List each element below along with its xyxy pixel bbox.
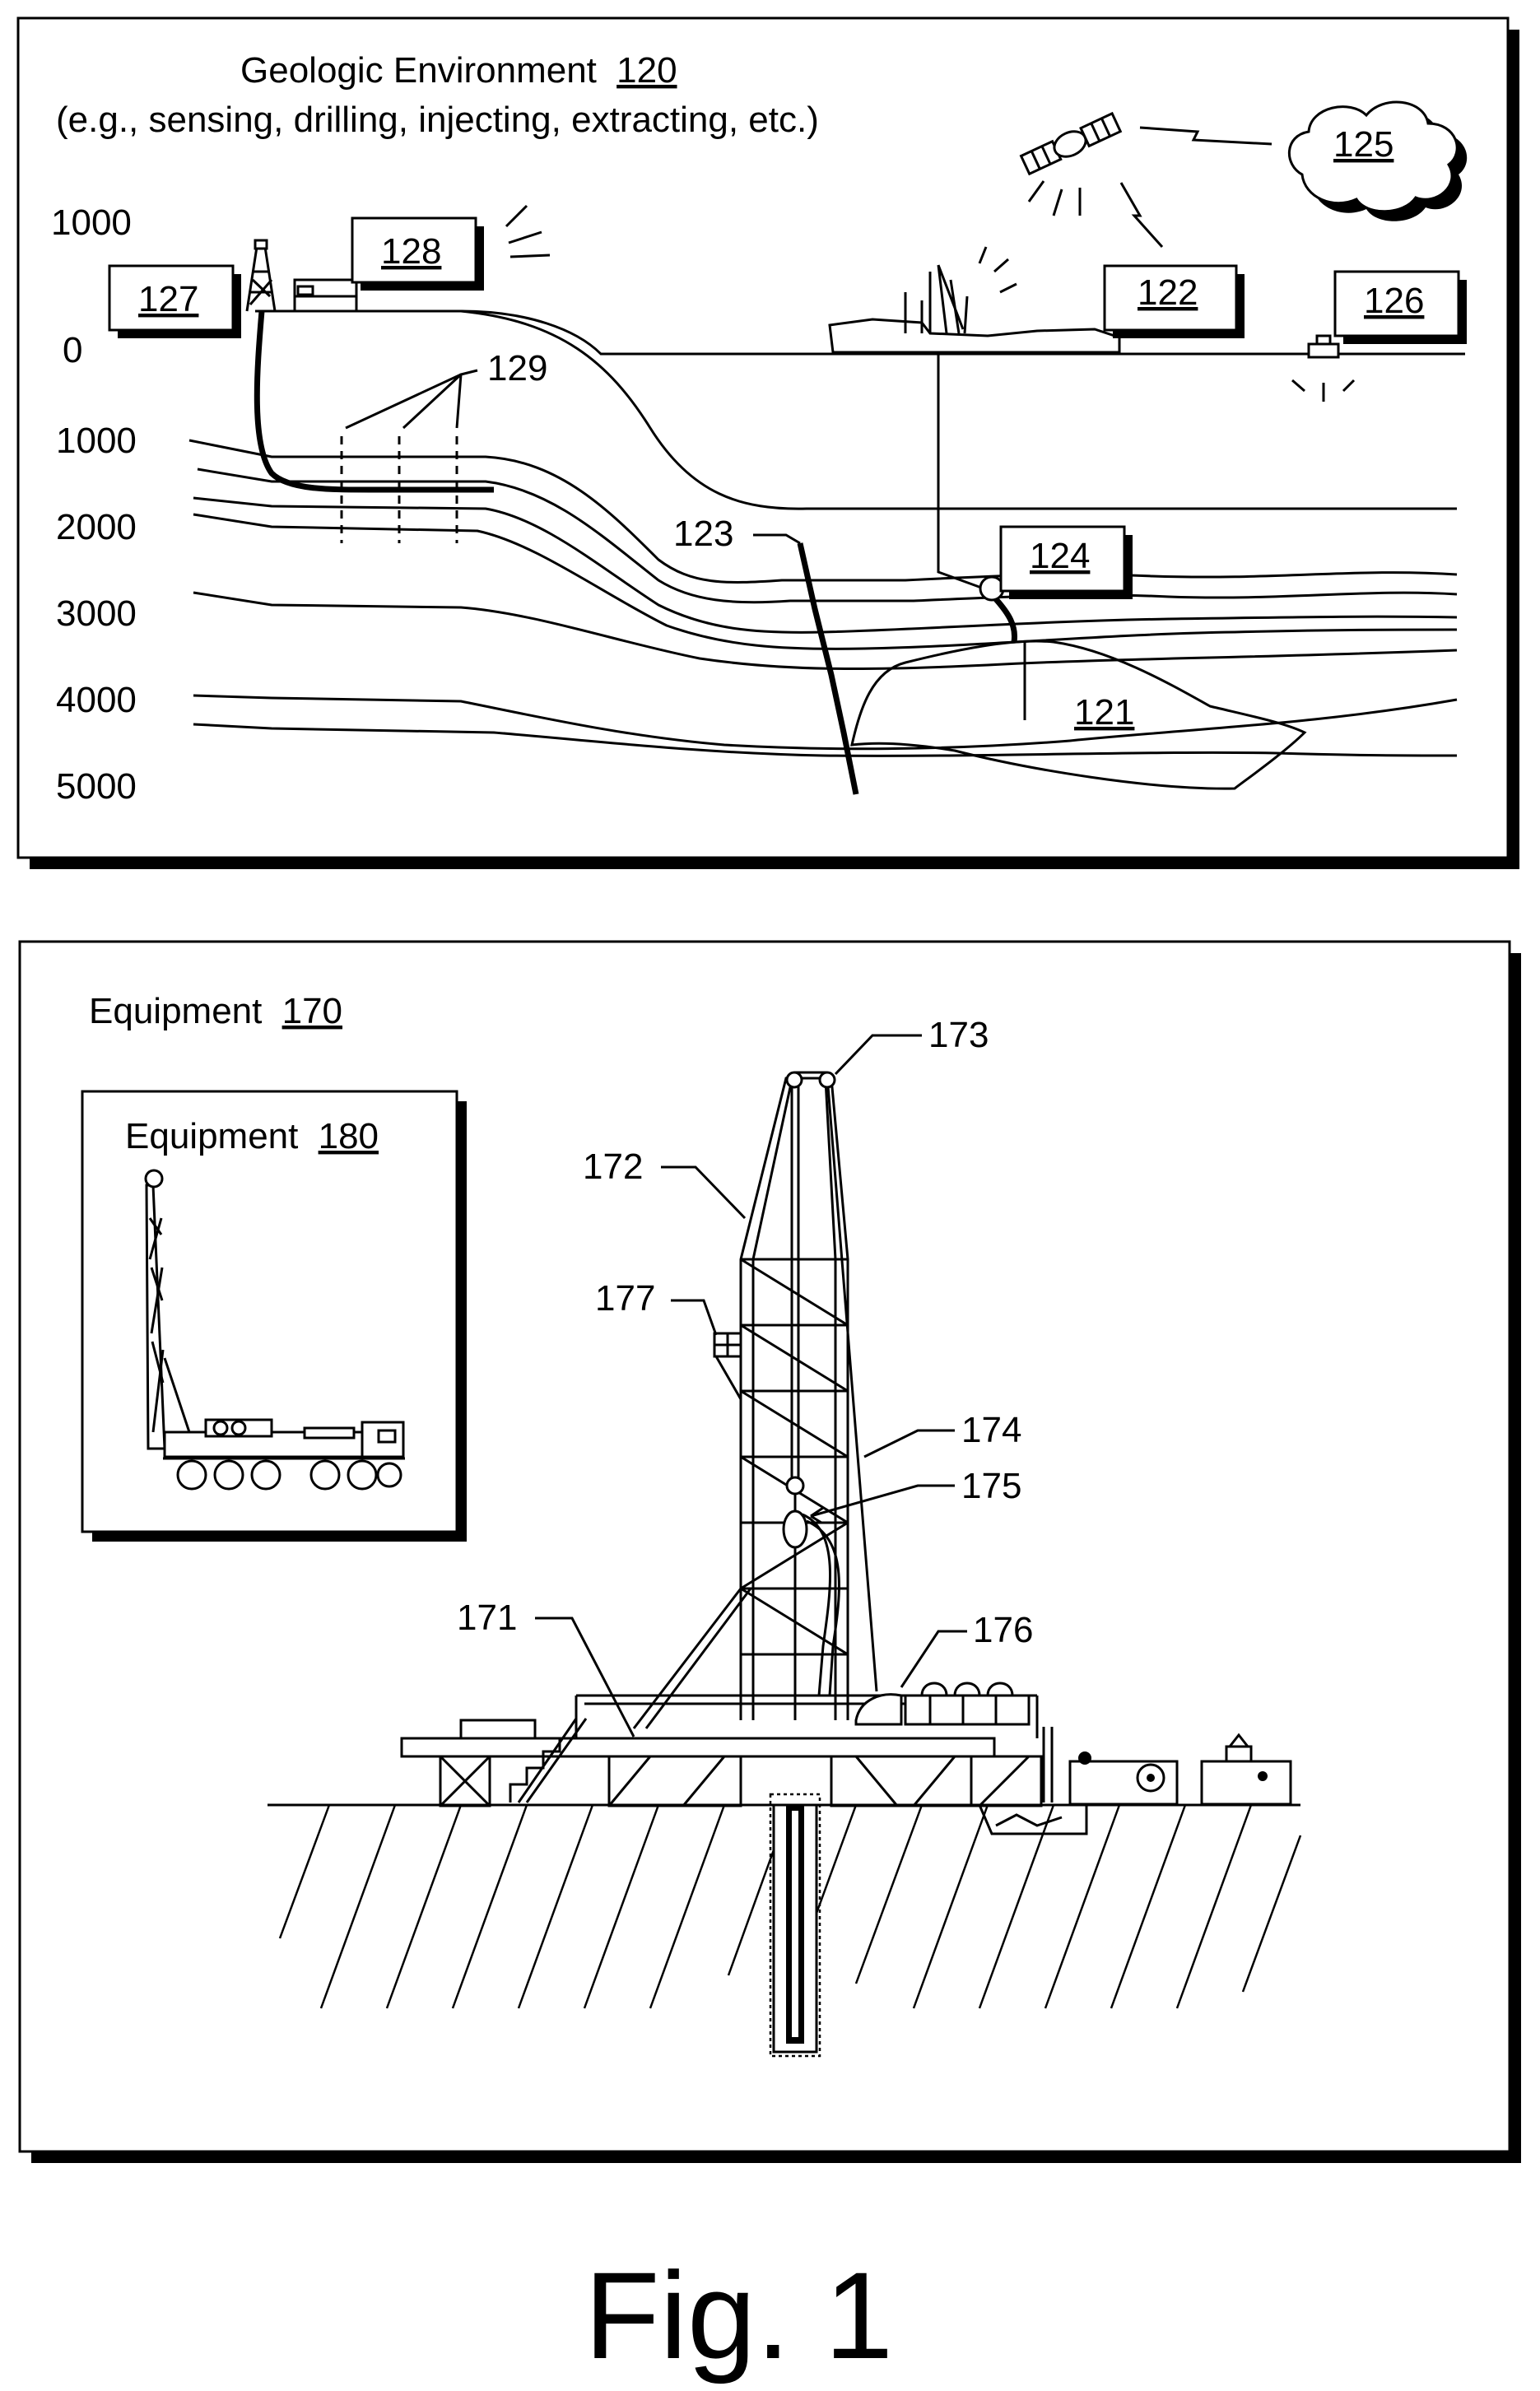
depth-label-1000-above: 1000	[51, 202, 132, 243]
label-123: 123	[673, 514, 733, 554]
equipment-title-ref: 170	[282, 991, 342, 1031]
label-176: 176	[973, 1610, 1033, 1650]
geologic-environment-panel: Geologic Environment 120 (e.g., sensing,…	[18, 18, 1519, 869]
depth-label-5000: 5000	[56, 766, 137, 807]
depth-label-4000: 4000	[56, 680, 137, 720]
label-177: 177	[595, 1278, 655, 1319]
box-127-label: 127	[138, 279, 198, 319]
box-126-label: 126	[1364, 281, 1424, 321]
label-173: 173	[928, 1015, 989, 1055]
box-126: 126	[1335, 272, 1467, 344]
box-124: 124	[1001, 527, 1133, 599]
label-171: 171	[457, 1598, 517, 1638]
label-172: 172	[583, 1147, 643, 1187]
depth-label-3000: 3000	[56, 593, 137, 634]
box-128: 128	[352, 218, 484, 291]
box-128-label: 128	[381, 231, 441, 272]
label-174: 174	[961, 1410, 1021, 1450]
inset-title-text: Equipment	[125, 1116, 298, 1156]
label-121: 121	[1074, 692, 1134, 733]
panel-title-text: Geologic Environment	[240, 50, 597, 91]
figure-caption: Fig. 1	[584, 2246, 893, 2384]
box-122: 122	[1105, 266, 1245, 338]
box-127: 127	[109, 266, 241, 338]
depth-label-0: 0	[63, 330, 82, 370]
cloud-125-label: 125	[1333, 124, 1393, 165]
label-175: 175	[961, 1466, 1021, 1506]
box-122-label: 122	[1138, 272, 1198, 313]
inset-title: Equipment 180	[125, 1116, 379, 1156]
equipment-panel: Equipment 170 Equipment 180	[20, 942, 1521, 2163]
box-124-label: 124	[1030, 536, 1090, 576]
equipment-title: Equipment 170	[89, 991, 342, 1031]
wellbore	[770, 1794, 820, 2056]
depth-label-1000: 1000	[56, 421, 137, 461]
inset-title-ref: 180	[319, 1116, 379, 1156]
equipment-title-text: Equipment	[89, 991, 262, 1031]
inset-equipment-180: Equipment 180	[82, 1091, 467, 1542]
facility-building-icon	[295, 280, 356, 311]
depth-label-2000: 2000	[56, 507, 137, 547]
panel-subtitle: (e.g., sensing, drilling, injecting, ext…	[56, 100, 819, 140]
panel-title-ref: 120	[616, 50, 677, 91]
label-129: 129	[487, 348, 547, 388]
